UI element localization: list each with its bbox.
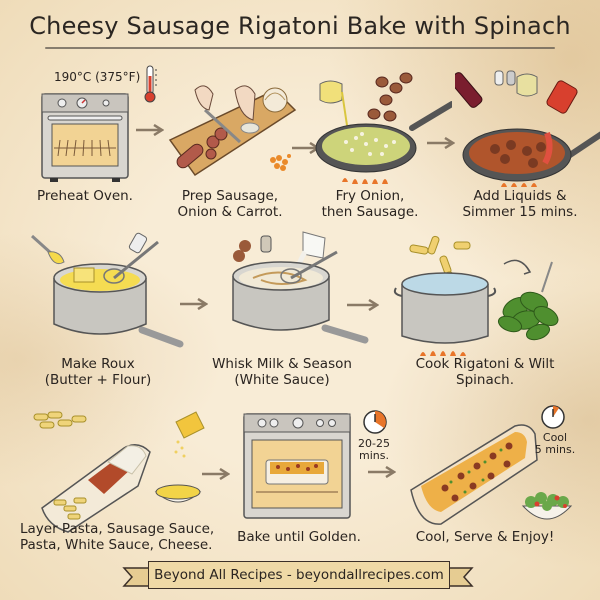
step-8-caption: Layer Pasta, Sausage Sauce, Pasta, White… xyxy=(20,521,215,553)
caption-line: Fry Onion, xyxy=(335,188,405,204)
baking-dish-layers-icon xyxy=(33,411,205,533)
stock-pot-icon xyxy=(393,235,497,356)
caption-line: (Butter + Flour) xyxy=(44,372,152,388)
step-10-caption: Cool, Serve & Enjoy! xyxy=(410,529,560,545)
caption-line: Whisk Milk & Season xyxy=(212,356,352,372)
caption-line: Simmer 15 mins. xyxy=(462,204,578,220)
saucepan-whisk-icon xyxy=(232,231,369,344)
caption-line: Spinach. xyxy=(456,372,514,388)
step-6-caption: Whisk Milk & Season (White Sauce) xyxy=(212,356,352,388)
step-2-caption: Prep Sausage, Onion & Carrot. xyxy=(170,188,290,220)
arrow-right-icon xyxy=(136,124,164,136)
frying-pan-icon xyxy=(315,72,452,184)
timer-icon xyxy=(363,410,387,434)
step-9-caption: Bake until Golden. xyxy=(234,529,364,545)
spinach-icon xyxy=(497,259,559,341)
caption-line: then Sausage. xyxy=(321,204,419,220)
timer-label: Cool xyxy=(542,431,568,444)
arrow-right-icon xyxy=(427,137,455,149)
step-7-caption: Cook Rigatoni & Wilt Spinach. xyxy=(405,356,565,388)
served-dish-icon xyxy=(410,424,573,525)
step-5-caption: Make Roux (Butter + Flour) xyxy=(38,356,158,388)
page-title: Cheesy Sausage Rigatoni Bake with Spinac… xyxy=(29,12,571,40)
caption-line: Layer Pasta, Sausage Sauce, xyxy=(20,521,215,537)
oven-icon xyxy=(41,93,129,182)
arrow-right-icon xyxy=(180,298,208,310)
caption-line: Preheat Oven. xyxy=(37,188,133,204)
arrow-right-icon xyxy=(368,466,396,478)
caption-line: Make Roux xyxy=(61,356,135,372)
oven-bake-icon xyxy=(243,413,351,519)
step-3-caption: Fry Onion, then Sausage. xyxy=(310,188,430,220)
step-4-caption: Add Liquids & Simmer 15 mins. xyxy=(460,188,580,220)
thermometer-icon xyxy=(144,65,157,103)
caption-line: Pasta, White Sauce, Cheese. xyxy=(20,537,213,553)
caption-line: Prep Sausage, xyxy=(181,188,279,204)
timer-unit: mins. xyxy=(359,449,389,462)
cool-timer-label: Cool 5 mins. xyxy=(533,432,577,456)
bake-timer-label: 20-25 mins. xyxy=(352,438,396,462)
caption-line: Bake until Golden. xyxy=(237,529,361,545)
caption-line: Cook Rigatoni & Wilt xyxy=(415,356,555,372)
caption-line: Add Liquids & xyxy=(473,188,567,204)
footer-banner: Beyond All Recipes - beyondallrecipes.co… xyxy=(148,561,450,589)
timer-unit: 5 mins. xyxy=(534,443,576,456)
caption-line: Onion & Carrot. xyxy=(177,204,283,220)
timer-value: 20-25 xyxy=(358,437,390,450)
footer-banner-text: Beyond All Recipes - beyondallrecipes.co… xyxy=(154,567,444,583)
temperature-label: 190°C (375°F) xyxy=(54,70,141,84)
cutting-board-icon xyxy=(168,85,297,177)
caption-line: (White Sauce) xyxy=(234,372,330,388)
title-underline xyxy=(45,47,555,49)
cool-timer-icon xyxy=(541,405,565,429)
simmer-pan-icon xyxy=(455,70,600,187)
saucepan-roux-icon xyxy=(30,232,184,348)
arrow-right-icon xyxy=(347,299,379,311)
step-1-caption: Preheat Oven. xyxy=(25,188,145,204)
arrow-right-icon xyxy=(202,468,230,480)
caption-line: Cool, Serve & Enjoy! xyxy=(415,529,555,545)
